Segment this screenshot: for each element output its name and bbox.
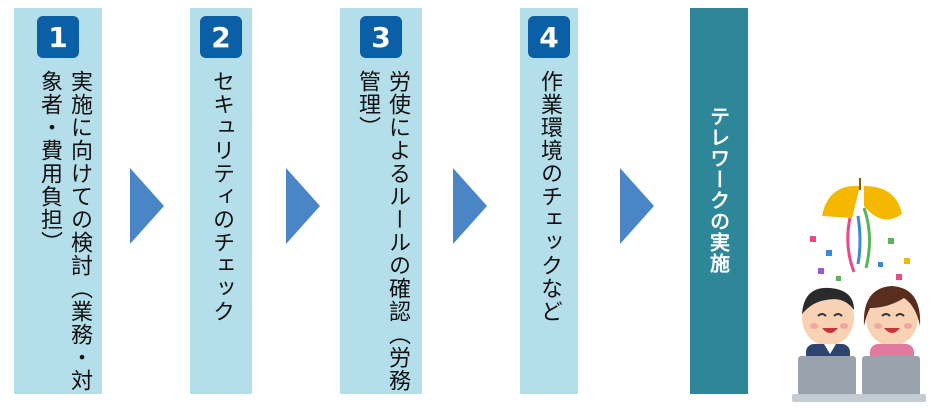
step-4-number-badge: 4	[528, 16, 570, 58]
step-4-line-1: 作業環境のチェックなど	[537, 70, 562, 323]
step-1-text: 実施に向けての検討（業務・対象者・費用負担）	[34, 70, 94, 394]
arrow-4-icon	[620, 168, 654, 244]
arrow-1-icon	[130, 168, 164, 244]
step-2-text: セキュリティのチェック	[206, 70, 236, 323]
step-3-text: 労使によるルールの確認（労務管理）	[352, 70, 412, 394]
step-2-box: 2 セキュリティのチェック	[190, 8, 252, 394]
step-1-line-2: （業務・対象者・費用負担）	[37, 70, 92, 392]
step-3-line-1: 労使によるルールの確認（労	[385, 70, 410, 369]
step-1-box: 1 実施に向けての検討（業務・対象者・費用負担）	[14, 8, 102, 394]
step-3-number-badge: 3	[360, 16, 402, 58]
step-2-line-1: セキュリティのチェック	[209, 70, 234, 323]
step-4-text: 作業環境のチェックなど	[534, 70, 564, 323]
final-step-label: テレワークの実施	[706, 106, 731, 274]
step-3-line-2: 務管理）	[355, 70, 410, 392]
arrow-3-icon	[453, 168, 487, 244]
step-4-box: 4 作業環境のチェックなど	[520, 8, 578, 394]
step-1-number-badge: 1	[37, 16, 79, 58]
celebration-office-workers-icon	[792, 178, 926, 402]
step-2-number-badge: 2	[200, 16, 242, 58]
step-3-box: 3 労使によるルールの確認（労務管理）	[340, 8, 422, 394]
step-1-line-1: 実施に向けての検討	[67, 70, 92, 277]
arrow-2-icon	[286, 168, 320, 244]
final-step-box: テレワークの実施	[690, 8, 748, 394]
